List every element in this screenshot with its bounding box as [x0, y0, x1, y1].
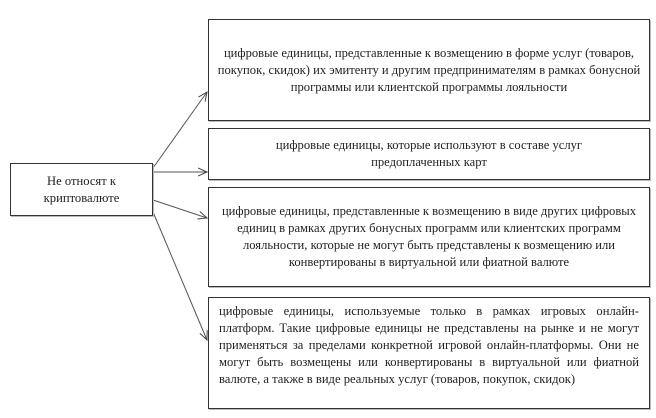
arrow-to-category-4: [152, 211, 207, 340]
category-text-1: цифровые единицы, представленные к возме…: [217, 45, 641, 94]
category-text-3: цифровые единицы, представленные к возме…: [221, 204, 637, 269]
arrow-to-category-3: [152, 199, 207, 218]
category-box-1: цифровые единицы, представленные к возме…: [208, 19, 650, 121]
root-node: Не относят к криптовалюте: [10, 163, 153, 216]
category-text-4: цифровые единицы, используемые только в …: [219, 304, 639, 386]
root-label: Не относят к криптовалюте: [43, 173, 120, 205]
category-box-2: цифровые единицы, которые используют в с…: [208, 128, 650, 180]
category-box-4: цифровые единицы, используемые только в …: [208, 297, 650, 409]
arrow-to-category-1: [152, 92, 207, 169]
category-box-3: цифровые единицы, представленные к возме…: [208, 187, 650, 287]
category-text-2: цифровые единицы, которые используют в с…: [275, 138, 583, 169]
